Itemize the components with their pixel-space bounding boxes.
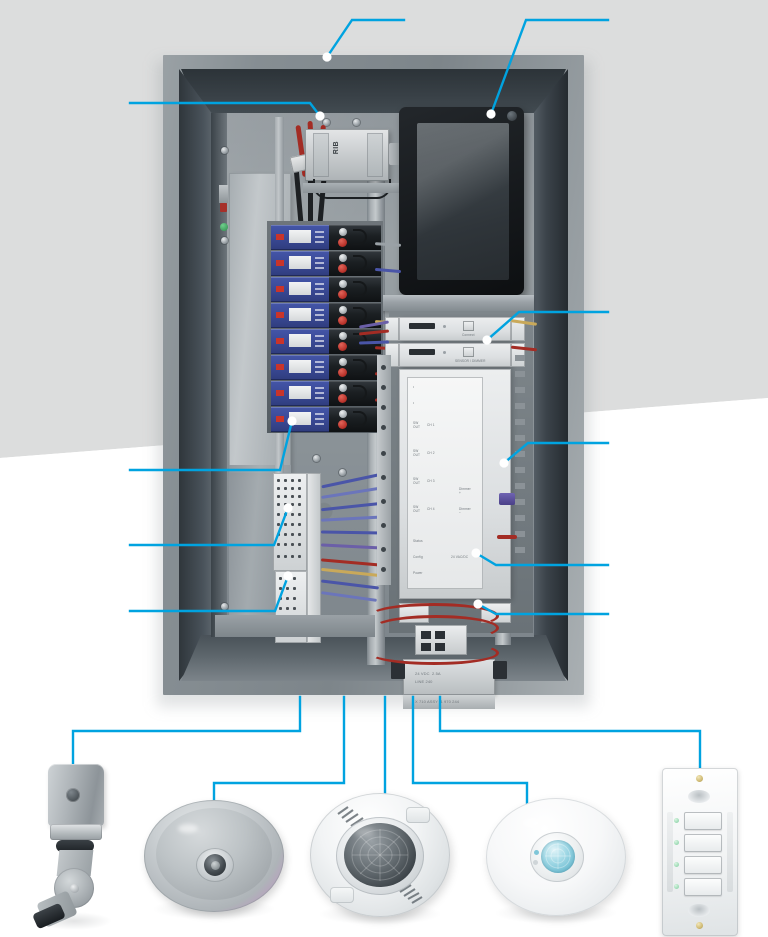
- vented-sensor-tab: [406, 807, 430, 823]
- plate-screw: [221, 237, 228, 244]
- lens-facets-icon: [545, 843, 571, 869]
- transformer-shelf: [303, 183, 399, 193]
- fresnel-segments-icon: [351, 829, 409, 881]
- keypad-led-3: [674, 862, 679, 867]
- io-card[interactable]: [399, 343, 511, 367]
- ceiling-sensor-led: [534, 850, 539, 855]
- keypad-button-1[interactable]: [684, 812, 722, 830]
- photocell-gasket: [56, 840, 94, 852]
- lens-highlight: [354, 827, 374, 837]
- keypad-button-3[interactable]: [684, 856, 722, 874]
- keypad-button-2[interactable]: [684, 834, 722, 852]
- dome-sensor-center-screw: [211, 861, 220, 870]
- purple-connector: [499, 493, 515, 505]
- green-indicator: [220, 223, 228, 231]
- supply-terminal: [493, 661, 507, 679]
- vented-sensor-tab: [330, 887, 354, 903]
- terminal-end-plate: [307, 473, 321, 643]
- wall-mount-keypad: [662, 768, 738, 936]
- ceiling-sensor-lens: [541, 840, 575, 873]
- bottom-shelf: [215, 615, 375, 637]
- dome-highlight: [178, 824, 198, 833]
- vented-occupancy-sensor: [310, 793, 450, 927]
- fresnel-lens: [344, 823, 416, 887]
- display-mount-knob: [507, 111, 517, 121]
- outdoor-photocell-sensor: [30, 762, 120, 932]
- supply-terminal: [391, 661, 405, 679]
- display-shelf: [369, 295, 534, 311]
- ethernet-port[interactable]: [463, 321, 474, 331]
- red-jumper: [497, 535, 517, 539]
- left-gutter: [211, 113, 227, 637]
- ceiling-sensor-led: [533, 860, 538, 865]
- keypad-led-4: [674, 884, 679, 889]
- plate-screw: [313, 455, 320, 462]
- plate-screw: [353, 119, 360, 126]
- keypad-led-2: [674, 840, 679, 845]
- enclosure-wall-right: [532, 69, 568, 681]
- keypad-side-rail: [727, 812, 733, 892]
- enclosure-wall-left: [179, 69, 213, 681]
- din-power-supply: [403, 659, 495, 695]
- plate-screw: [221, 603, 228, 610]
- keypad-led-1: [674, 818, 679, 823]
- keypad-side-rail: [667, 812, 673, 892]
- photocell-pivot-screw: [70, 884, 79, 893]
- plate-screw: [323, 119, 330, 126]
- keypad-button-4[interactable]: [684, 878, 722, 896]
- plate-screw: [339, 469, 346, 476]
- fuse-holder: [219, 185, 228, 203]
- ceiling-occupancy-sensor: [486, 798, 626, 924]
- lighting-control-panel-enclosure: RIB: [157, 55, 590, 709]
- keypad-screw: [696, 775, 703, 782]
- high-bay-occupancy-sensor: [144, 800, 284, 920]
- keypad-screw: [696, 922, 703, 929]
- plate-screw: [221, 147, 228, 154]
- ceiling-highlight: [522, 818, 544, 828]
- photocell-lens: [66, 788, 80, 802]
- keypad-mount-slot: [688, 904, 710, 917]
- keypad-mount-slot: [688, 790, 710, 803]
- io-port[interactable]: [463, 347, 474, 357]
- photocell-collar: [50, 824, 102, 840]
- network-bridge-card[interactable]: [399, 317, 511, 341]
- red-indicator: [220, 203, 227, 212]
